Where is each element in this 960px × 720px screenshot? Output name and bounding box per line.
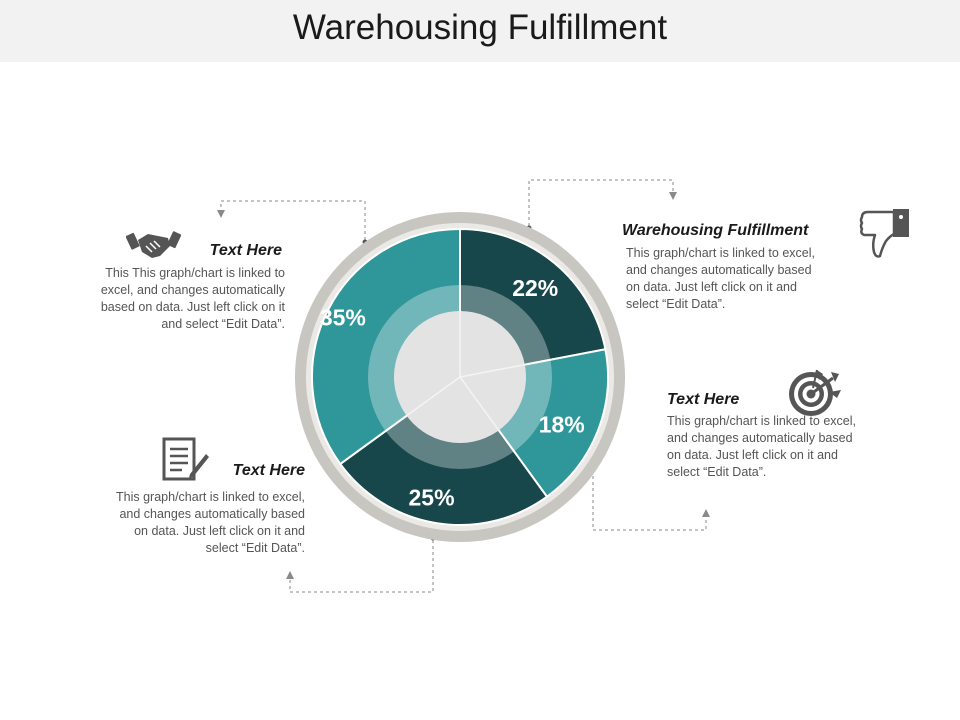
body-line: select “Edit Data”.: [205, 541, 305, 555]
arrow-bottom-left: [286, 571, 294, 579]
slice-25: [338, 375, 549, 526]
slice-label: 22%: [512, 275, 558, 301]
heading-bottom-right: Text Here: [667, 391, 740, 408]
heading-top-right: Warehousing Fulfillment: [622, 222, 809, 239]
body-line: based on data. Just left click on it: [100, 300, 285, 314]
handshake-icon: [126, 231, 182, 258]
arrow-top-left: [217, 210, 225, 218]
text-block-top-left: Text Here This This graph/chart is linke…: [40, 242, 285, 333]
heading-top-left: Text Here: [209, 242, 282, 259]
body-top-left: This This graph/chart is linked to excel…: [40, 265, 285, 333]
page-title: Warehousing Fulfillment: [292, 8, 668, 47]
slice-labels: 22% 18% 25% 35%: [320, 275, 585, 510]
inner-divider: [406, 376, 461, 417]
body-line: select “Edit Data”.: [626, 297, 726, 311]
text-block-bottom-left: Text Here This graph/chart is linked to …: [60, 462, 305, 557]
connector-bottom-right: [592, 470, 707, 531]
inner-divider: [459, 376, 500, 431]
body-line: and changes automatically based: [667, 431, 853, 445]
connector-top-left: [220, 200, 366, 240]
body-line: and select “Edit Data”.: [161, 317, 285, 331]
slice-label: 18%: [539, 411, 585, 437]
slice-label: 35%: [320, 304, 366, 330]
connector-bottom-left: [289, 540, 434, 593]
body-line: on data. Just left click on it and: [134, 524, 305, 538]
connector-arrowheads: [217, 192, 710, 579]
body-line: on data. Just left click on it and: [626, 280, 797, 294]
slice-label: 25%: [409, 485, 455, 511]
body-bottom-right: This graph/chart is linked to excel, and…: [667, 413, 907, 481]
body-bottom-left: This graph/chart is linked to excel, and…: [60, 489, 305, 557]
inner-divider: [459, 363, 525, 378]
title-band: [0, 0, 960, 62]
arrow-bottom-right: [702, 509, 710, 517]
text-block-bottom-right: Text Here This graph/chart is linked to …: [667, 391, 907, 481]
target-icon: [789, 369, 841, 416]
body-line: select “Edit Data”.: [667, 465, 767, 479]
text-block-top-right: Warehousing Fulfillment This graph/chart…: [622, 222, 862, 313]
heading-bottom-left: Text Here: [232, 462, 305, 479]
body-line: This graph/chart is linked to excel,: [626, 246, 815, 260]
body-line: This graph/chart is linked to excel,: [116, 490, 305, 504]
body-line: This This graph/chart is linked to: [105, 266, 285, 280]
document-pen-icon: [162, 437, 209, 481]
slice-35: [311, 227, 461, 466]
body-top-right: This graph/chart is linked to excel, and…: [622, 245, 862, 313]
inner-divider-lines: [406, 311, 525, 431]
body-line: and changes automatically based: [626, 263, 812, 277]
thumbs-down-icon: [859, 209, 909, 258]
arrow-top-right: [669, 192, 677, 200]
connector-lines: [220, 179, 707, 593]
body-line: excel, and changes automatically: [100, 283, 285, 297]
body-line: This graph/chart is linked to excel,: [667, 414, 856, 428]
connector-top-right: [528, 179, 674, 226]
body-line: on data. Just left click on it and: [667, 448, 838, 462]
body-line: and changes automatically based: [119, 507, 305, 521]
